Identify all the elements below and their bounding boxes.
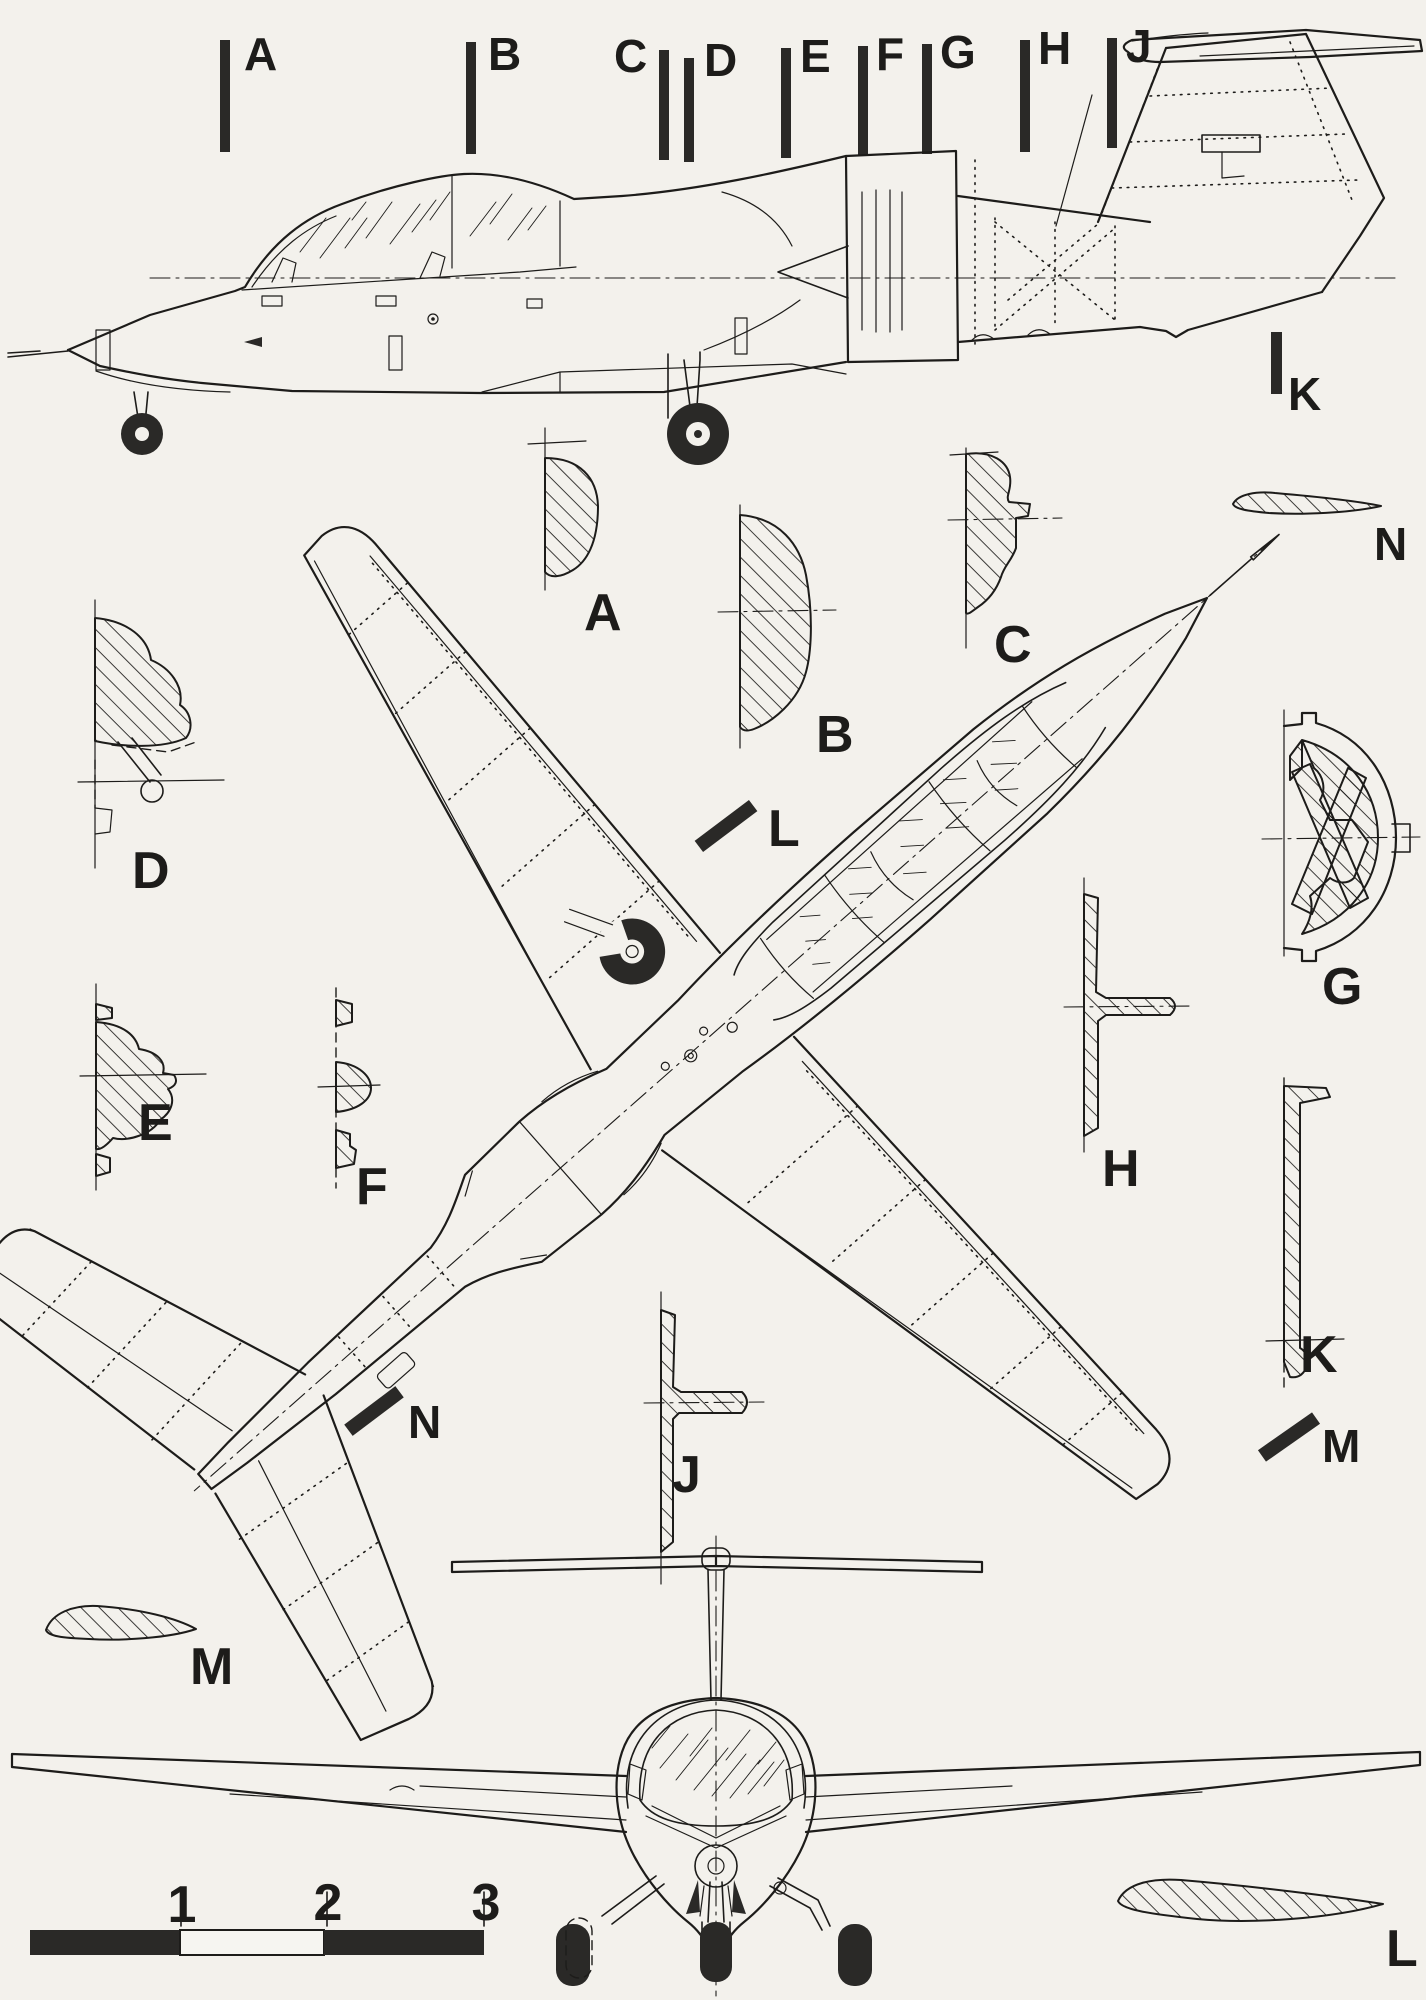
station-bar-a [220, 40, 230, 152]
section-h: H [1063, 877, 1195, 1198]
cut-marker-l: L [694, 799, 800, 858]
scale-bar: 1 2 3 [30, 1874, 501, 1956]
section-k: K [1265, 1077, 1345, 1393]
section-b: B [717, 504, 854, 764]
airfoil-label-n: N [1374, 518, 1407, 570]
section-label-g: G [1322, 958, 1362, 1016]
scale-tick-1: 1 [168, 1876, 197, 1934]
section-j: J [643, 1291, 765, 1585]
section-label-a: A [584, 584, 622, 642]
station-bar-f [858, 46, 868, 156]
station-label-j: J [1126, 20, 1152, 72]
section-label-e: E [138, 1094, 173, 1152]
station-bar-j [1107, 38, 1117, 148]
section-d: D [77, 599, 225, 900]
station-label-b: B [488, 28, 521, 80]
airfoil-m: M [45, 1604, 233, 1696]
left-main-wheel-front [556, 1924, 590, 1986]
station-label-k: K [1288, 368, 1321, 420]
section-label-c: C [994, 616, 1032, 674]
side-view [7, 28, 1424, 465]
section-label-b: B [816, 706, 854, 764]
section-g: G [1261, 709, 1421, 1016]
scale-tick-3: 3 [472, 1874, 501, 1932]
station-label-g: G [940, 26, 976, 78]
station-marker-row: A B C D E F G H J [220, 20, 1152, 162]
airfoil-label-m: M [190, 1638, 233, 1696]
section-c: C [947, 447, 1063, 674]
cut-label-n: N [408, 1396, 441, 1448]
canopy-glass-hatch [299, 191, 547, 259]
section-e: E [79, 983, 207, 1191]
station-label-c: C [614, 30, 647, 82]
airfoil-l: L [1117, 1878, 1418, 1978]
ghost-wheel-outline [565, 1917, 593, 1979]
section-label-j: J [672, 1446, 701, 1504]
station-bar-d [684, 58, 694, 162]
front-canopy-hatch [651, 1725, 785, 1799]
airfoil-n: N [1232, 491, 1407, 570]
nose-wheel-front [700, 1922, 732, 1982]
scale-tick-2: 2 [314, 1874, 343, 1932]
station-label-e: E [800, 30, 831, 82]
station-bar-c [659, 50, 669, 160]
station-label-d: D [704, 34, 737, 86]
section-a: A [527, 427, 622, 642]
cut-marker-m: M [1257, 1412, 1360, 1472]
station-bar-g [922, 44, 932, 154]
right-main-wheel-front [838, 1924, 872, 1986]
station-marker-k: K [1271, 332, 1321, 420]
cut-marker-n: N [344, 1386, 441, 1448]
section-f: F [317, 987, 388, 1216]
walkway-arrow [244, 337, 262, 347]
section-label-f: F [356, 1158, 388, 1216]
station-label-a: A [244, 28, 277, 80]
station-label-f: F [876, 28, 904, 80]
station-bar-h [1020, 40, 1030, 152]
plan-canopy-hatch [799, 739, 1019, 965]
section-label-k: K [1300, 1326, 1338, 1384]
cut-label-l: L [768, 800, 800, 858]
cut-label-m: M [1322, 1420, 1360, 1472]
station-bar-b [466, 42, 476, 154]
station-bar-e [781, 48, 791, 158]
section-label-d: D [132, 842, 170, 900]
section-label-h: H [1102, 1140, 1140, 1198]
airfoil-label-l: L [1386, 1920, 1418, 1978]
front-view [10, 1535, 1422, 1997]
station-label-h: H [1038, 22, 1071, 74]
plan-view [0, 525, 1280, 1742]
